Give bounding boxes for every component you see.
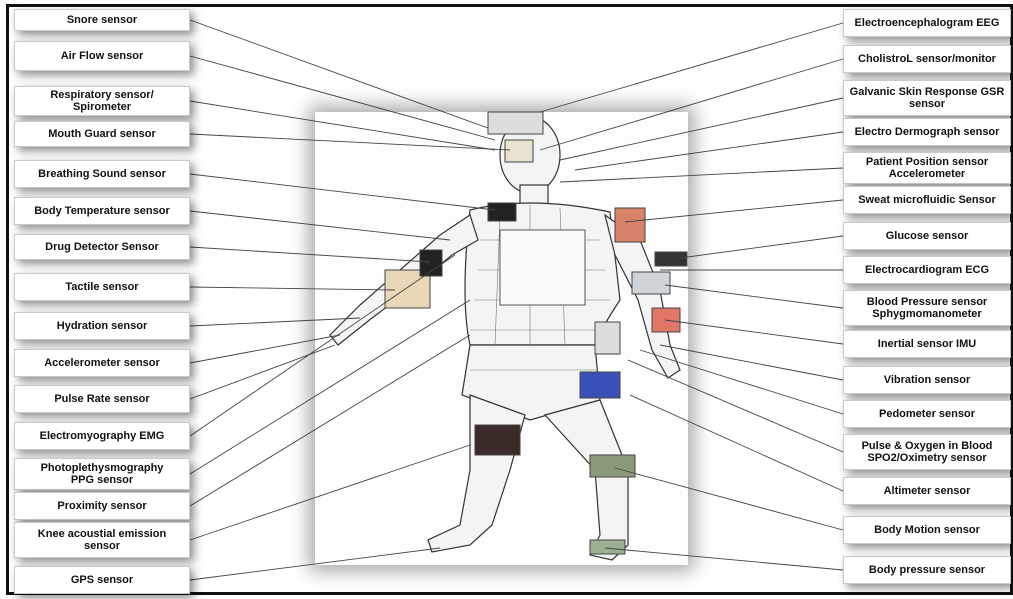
right-sensor-label: Pedometer sensor [843, 400, 1011, 428]
left-sensor-label: Breathing Sound sensor [14, 160, 190, 188]
left-sensor-label: Electromyography EMG [14, 422, 190, 450]
temperature-sensor-patch [487, 202, 517, 222]
right-sensor-label: Sweat microfluidic Sensor [843, 186, 1011, 214]
left-sensor-label: Air Flow sensor [14, 41, 190, 71]
left-connector-line [189, 254, 456, 437]
left-connector-line [189, 19, 489, 129]
left-sensor-label: Knee acoustial emission sensor [14, 522, 190, 558]
left-connector-line [189, 210, 451, 241]
right-sensor-label: Body pressure sensor [843, 556, 1011, 584]
right-sensor-label: CholistroL sensor/monitor [843, 45, 1011, 73]
right-connector-line [559, 167, 844, 183]
right-sensor-label: Altimeter sensor [843, 477, 1011, 505]
left-sensor-label: Accelerometer sensor [14, 349, 190, 377]
right-sensor-label: Body Motion sensor [843, 516, 1011, 544]
right-sensor-label: Blood Pressure sensor Sphygmomanometer [843, 290, 1011, 326]
right-sensor-label: Pulse & Oxygen in Blood SPO2/Oximetry se… [843, 434, 1011, 470]
foot-pressure-patch [589, 539, 626, 555]
ecg-vest-patch [499, 229, 586, 306]
right-connector-line [539, 58, 844, 151]
right-connector-line [604, 547, 844, 571]
right-sensor-label: Inertial sensor IMU [843, 330, 1011, 358]
body-motion-board-patch [579, 371, 621, 399]
right-connector-line [664, 319, 844, 345]
left-sensor-label: Pulse Rate sensor [14, 385, 190, 413]
left-connector-line [189, 173, 496, 211]
right-leg-shape [543, 399, 629, 561]
left-sensor-label: Mouth Guard sensor [14, 121, 190, 147]
left-sensor-label: Drug Detector Sensor [14, 234, 190, 260]
left-sensor-label: GPS sensor [14, 566, 190, 594]
left-connector-line [189, 547, 441, 581]
right-connector-line [624, 199, 844, 223]
right-sensor-label: Patient Position sensor Accelerometer [843, 152, 1011, 184]
left-connector-line [189, 246, 431, 263]
left-sensor-label: Photoplethysmography PPG sensor [14, 458, 190, 490]
right-sensor-label: Galvanic Skin Response GSR sensor [843, 80, 1011, 116]
mouth-sensor-patch [504, 139, 534, 163]
right-connector-line [659, 344, 844, 381]
bp-cuff-patch [631, 271, 671, 295]
right-connector-line [679, 235, 844, 259]
left-connector-line [189, 55, 496, 141]
left-connector-line [189, 133, 511, 151]
right-connector-line [539, 22, 844, 113]
left-sensor-label: Respiratory sensor/ Spirometer [14, 86, 190, 116]
left-connector-line [189, 334, 471, 507]
right-arm-shape [604, 213, 681, 379]
glucose-monitor-patch [654, 251, 688, 267]
eeg-headband-patch [487, 111, 544, 135]
altimeter-patch [589, 454, 636, 478]
knee-sensor-patch [474, 424, 521, 456]
right-sensor-label: Glucose sensor [843, 222, 1011, 250]
left-connector-line [189, 344, 336, 400]
imu-patch [651, 307, 681, 333]
right-sensor-label: Electro Dermograph sensor [843, 118, 1011, 146]
left-sensor-label: Hydration sensor [14, 312, 190, 340]
phone-patch [594, 321, 621, 355]
left-connector-line [189, 317, 361, 327]
right-connector-line [559, 97, 844, 161]
left-sensor-label: Proximity sensor [14, 492, 190, 520]
right-connector-line [574, 131, 844, 171]
right-sensor-label: Electroencephalogram EEG [843, 9, 1011, 37]
left-connector-line [189, 334, 341, 364]
right-sensor-label: Vibration sensor [843, 366, 1011, 394]
left-connector-line [189, 286, 396, 291]
right-connector-line [627, 359, 844, 453]
left-connector-line [189, 100, 496, 151]
right-connector-line [639, 349, 844, 415]
right-connector-line [664, 284, 844, 309]
right-sensor-label: Electrocardiogram ECG [843, 256, 1011, 284]
left-connector-line [189, 444, 471, 541]
left-sensor-label: Snore sensor [14, 9, 190, 31]
drug-detector-patch [419, 249, 443, 277]
right-connector-line [614, 467, 844, 531]
right-connector-line [629, 394, 844, 492]
left-sensor-label: Tactile sensor [14, 273, 190, 301]
left-connector-line [189, 299, 471, 475]
left-sensor-label: Body Temperature sensor [14, 197, 190, 225]
gsr-patch [614, 207, 646, 243]
